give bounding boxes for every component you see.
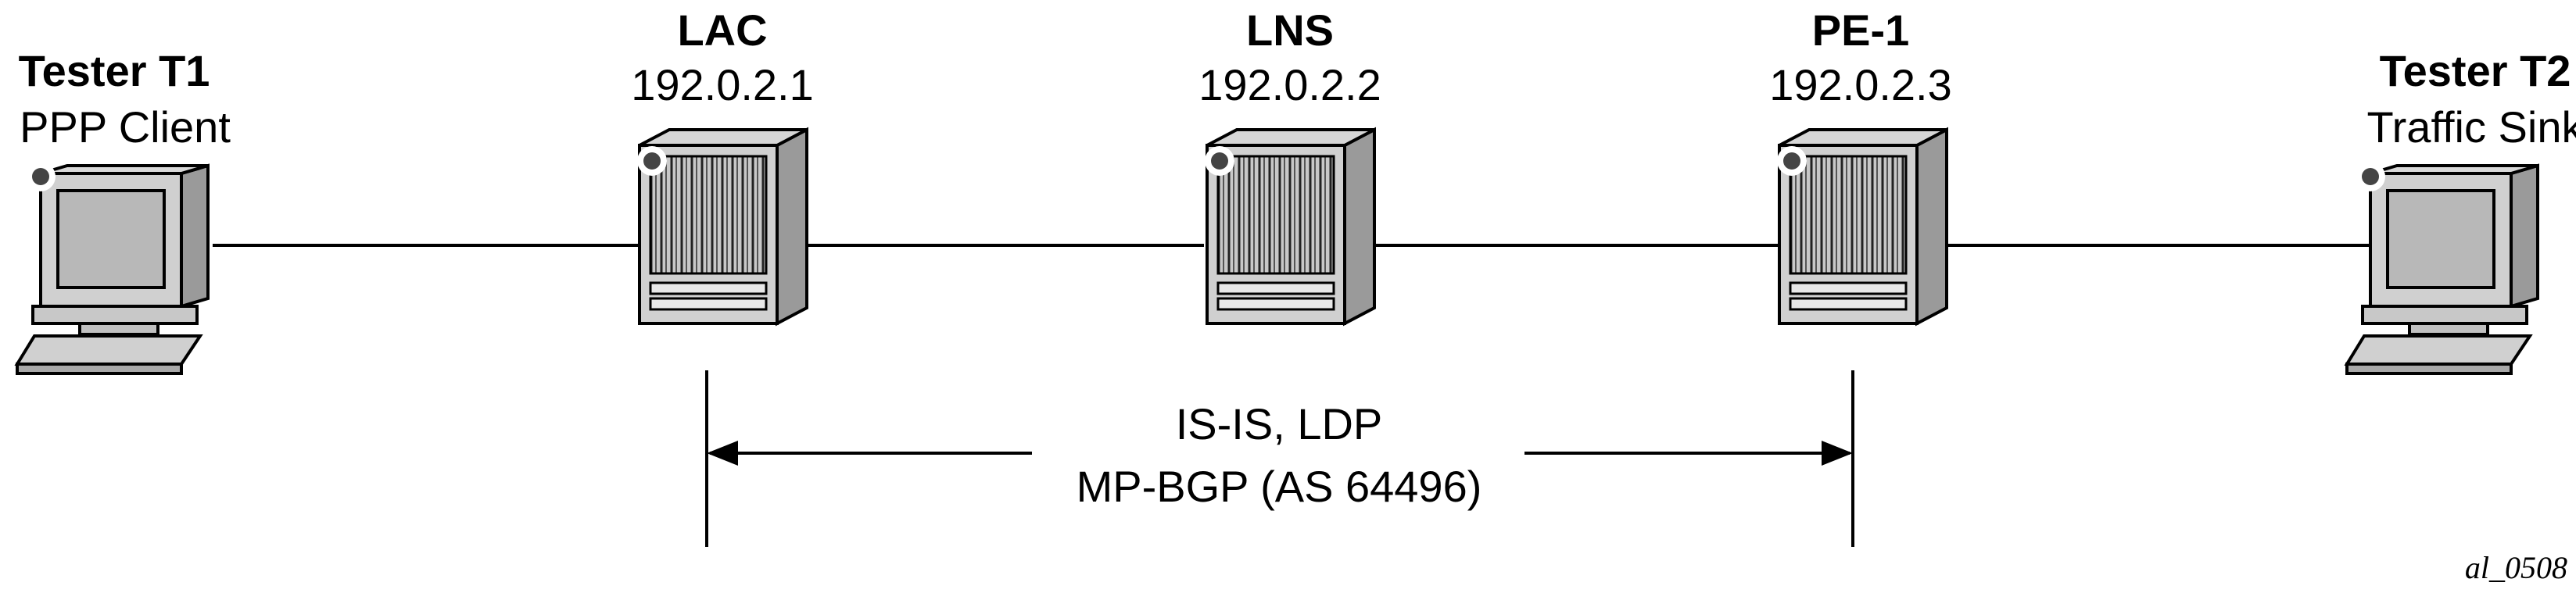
tester-t1-node: Tester T1 PPP Client [16, 46, 231, 375]
lac-node: LAC 192.0.2.1 [631, 5, 814, 325]
pe1-name: PE-1 [1812, 5, 1910, 55]
router-icon [1203, 128, 1376, 325]
lns-node: LNS 192.0.2.2 [1198, 5, 1381, 325]
pe1-ip: 192.0.2.3 [1769, 60, 1952, 109]
tester-t2-role: Traffic Sink [2367, 102, 2576, 152]
protocol-span: IS-IS, LDP MP-BGP (AS 64496) [705, 370, 1854, 547]
protocol-line-2: MP-BGP (AS 64496) [1077, 462, 1482, 511]
lac-name: LAC [677, 5, 767, 55]
tester-t2-name: Tester T2 [2380, 46, 2571, 95]
pc-icon [16, 160, 210, 375]
tester-t1-name: Tester T1 [19, 46, 210, 95]
figure-id: al_0508 [2465, 550, 2567, 585]
tester-t1-role: PPP Client [20, 102, 231, 152]
pc-icon [2345, 160, 2539, 375]
lac-ip: 192.0.2.1 [631, 60, 814, 109]
lns-name: LNS [1246, 5, 1334, 55]
protocol-line-1: IS-IS, LDP [1176, 399, 1383, 448]
router-icon [636, 128, 808, 325]
router-icon [1775, 128, 1948, 325]
tester-t2-node: Tester T2 Traffic Sink [2345, 46, 2576, 375]
pe1-node: PE-1 192.0.2.3 [1769, 5, 1952, 325]
lns-ip: 192.0.2.2 [1198, 60, 1381, 109]
